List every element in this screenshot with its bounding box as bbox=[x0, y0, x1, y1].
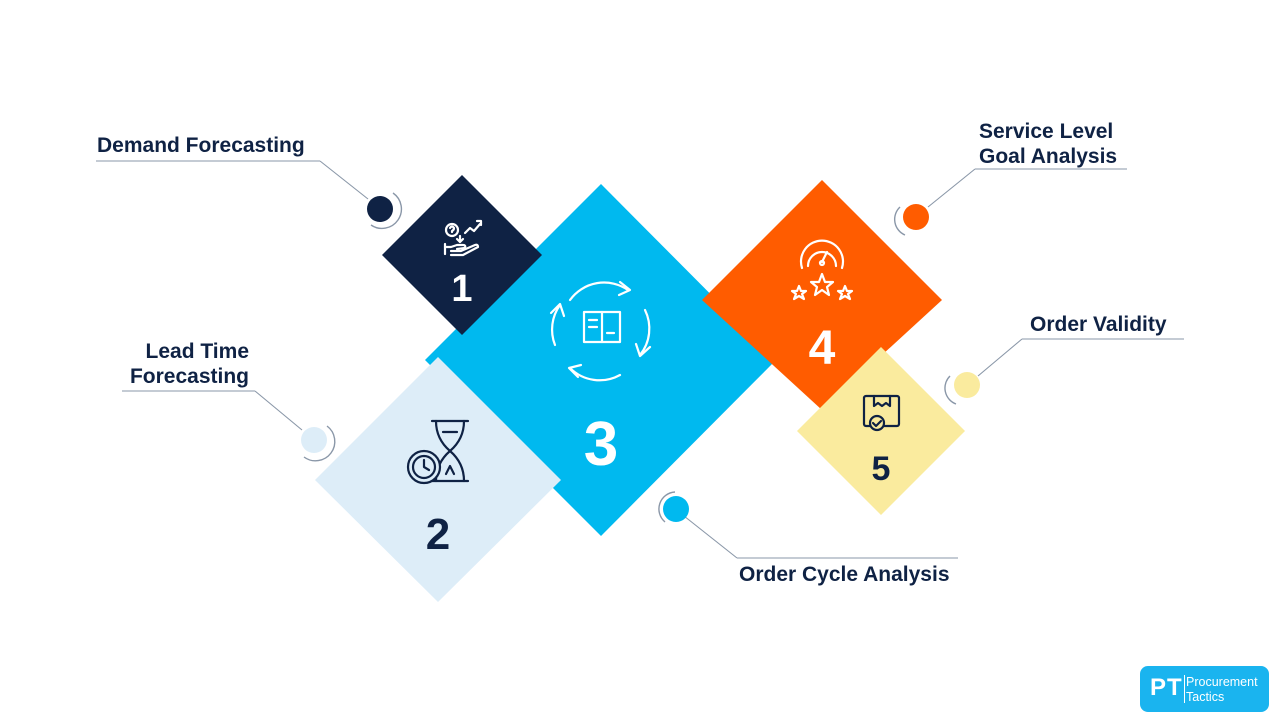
step-4-number: 4 bbox=[809, 322, 836, 375]
leader-3 bbox=[658, 491, 958, 559]
connector-dot-2 bbox=[301, 427, 327, 453]
leader-5 bbox=[944, 338, 1184, 405]
hourglass-clock-icon bbox=[406, 419, 470, 485]
step-5-label: Order Validity bbox=[1030, 313, 1167, 336]
procurement-tactics-logo: PT Procurement Tactics bbox=[1140, 666, 1269, 712]
connector-dot-1 bbox=[367, 196, 393, 222]
logo-line-1: Procurement bbox=[1186, 675, 1258, 689]
step-5-diamond bbox=[797, 347, 965, 515]
step-1-number: 1 bbox=[451, 268, 472, 310]
logo-line-2: Tactics bbox=[1186, 690, 1225, 704]
step-1-label: Demand Forecasting bbox=[97, 134, 305, 157]
logo-divider bbox=[1184, 675, 1185, 703]
step-3-diamond bbox=[425, 184, 776, 536]
leader-2 bbox=[122, 390, 336, 462]
connector-dot-3 bbox=[663, 496, 689, 522]
demand-forecast-hand-icon bbox=[443, 219, 483, 257]
step-2-diamond bbox=[315, 357, 561, 602]
step-2-label-line-1: Lead Time bbox=[146, 340, 249, 363]
step-2-label-line-2: Forecasting bbox=[130, 365, 249, 388]
leader-1 bbox=[96, 160, 403, 230]
step-3-label: Order Cycle Analysis bbox=[739, 563, 950, 586]
step-4-label-line-2: Goal Analysis bbox=[979, 145, 1117, 168]
step-5-number: 5 bbox=[872, 450, 891, 488]
logo-mark: PT bbox=[1150, 674, 1183, 701]
gauge-stars-icon bbox=[790, 239, 854, 301]
cycle-box-icon bbox=[549, 280, 652, 382]
connector-dot-5 bbox=[954, 372, 980, 398]
step-3-number: 3 bbox=[584, 410, 618, 479]
step-2-number: 2 bbox=[426, 510, 450, 559]
box-check-icon bbox=[862, 394, 901, 432]
leader-4 bbox=[893, 168, 1127, 236]
step-4-label-line-1: Service Level bbox=[979, 120, 1113, 143]
connector-dot-4 bbox=[903, 204, 929, 230]
